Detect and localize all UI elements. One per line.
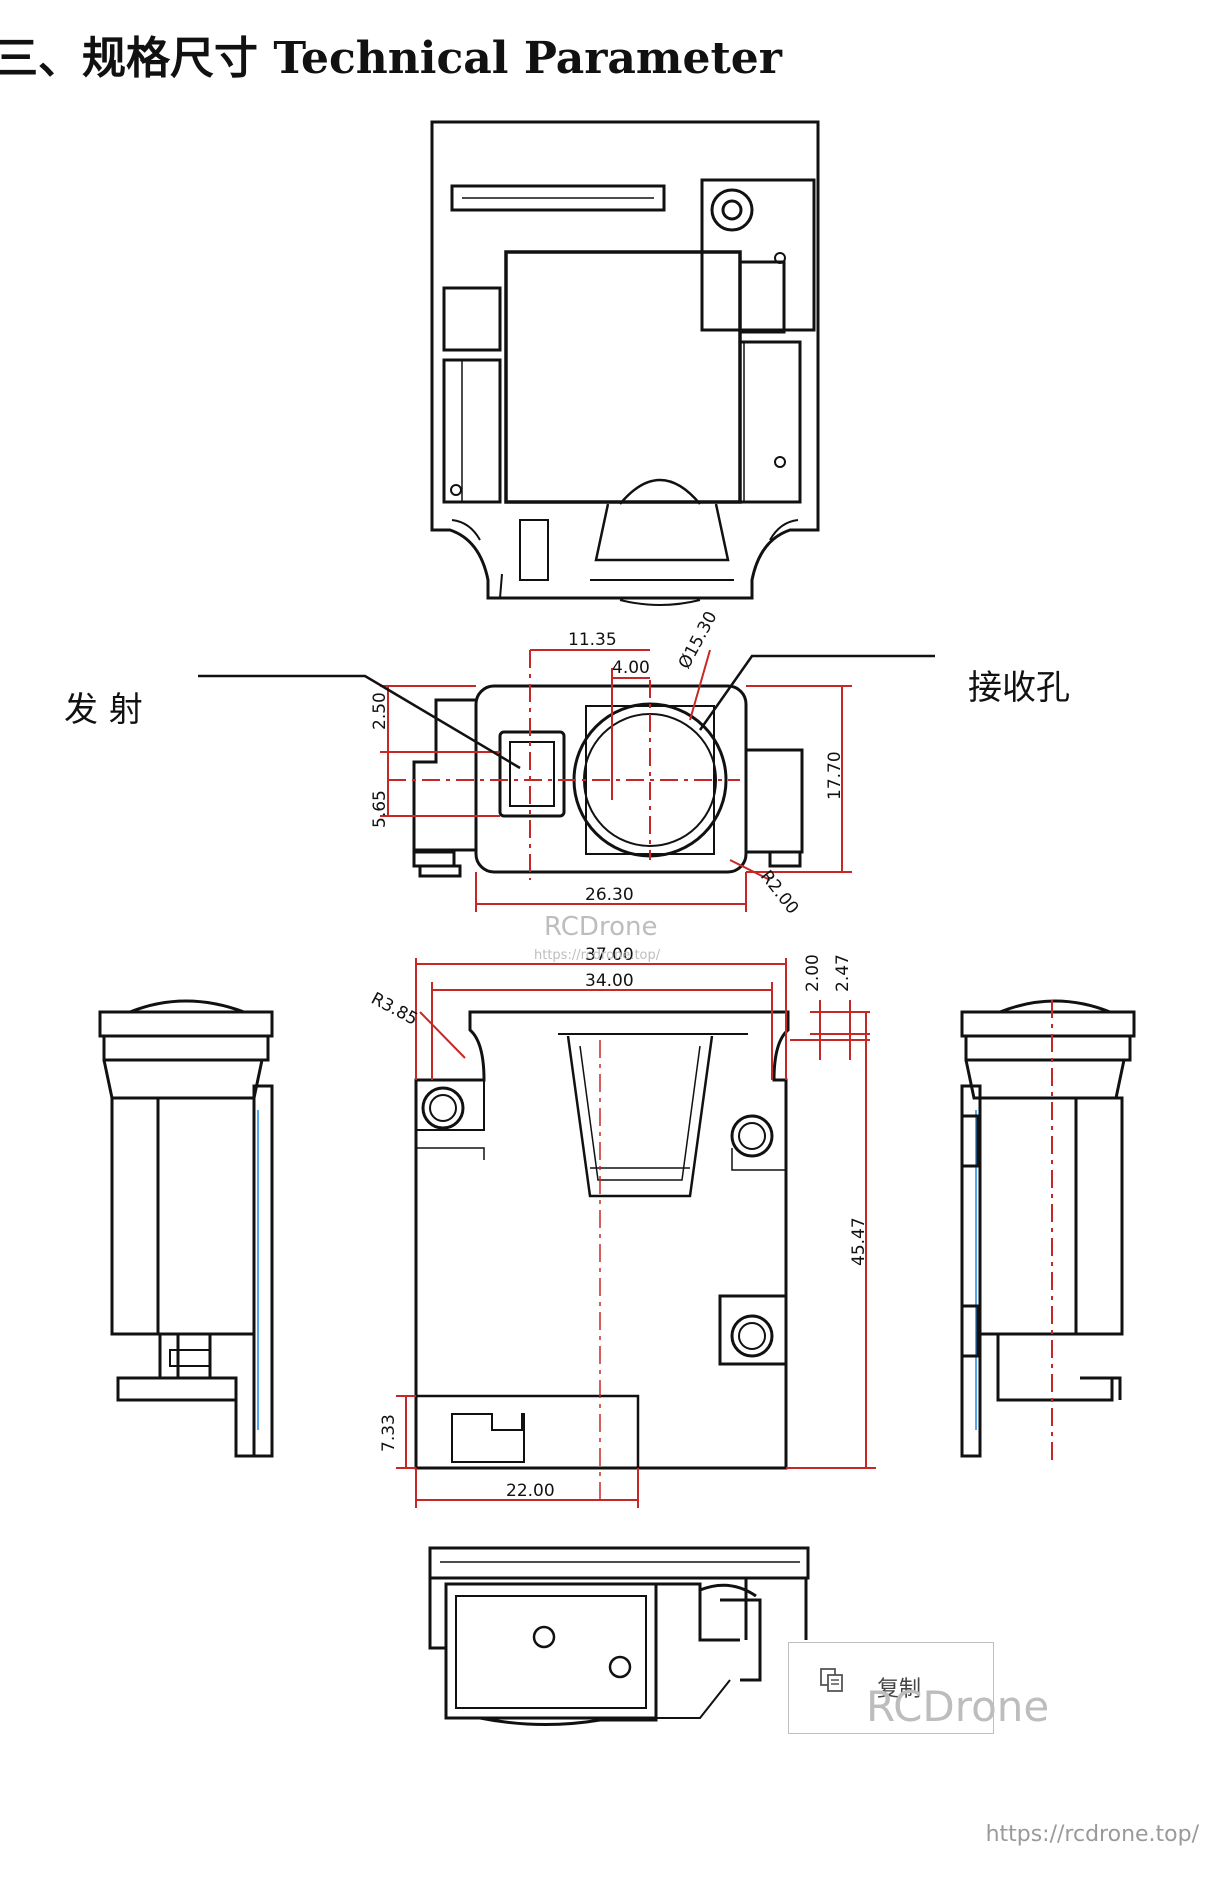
copy-context-menu[interactable]: 复制 — [788, 1642, 994, 1734]
bottom-view — [428, 1546, 810, 1727]
dim-7-33: 7.33 — [379, 1414, 399, 1452]
dim-34-00: 34.00 — [585, 971, 634, 991]
plan-view-labels: 37.00 34.00 2.00 2.47 R3.85 45.47 7.33 2… — [368, 945, 869, 1501]
dim-2-50: 2.50 — [370, 692, 390, 730]
plan-view — [414, 1010, 790, 1470]
dim-2-47: 2.47 — [833, 954, 853, 992]
plan-view-dimensions — [396, 958, 876, 1508]
dim-11-35: 11.35 — [568, 630, 617, 650]
callout-lines — [198, 654, 935, 770]
dim-37-00: 37.00 — [585, 945, 634, 965]
dim-26-30: 26.30 — [585, 885, 634, 905]
copy-icon — [820, 1668, 843, 1692]
dim-4-00: 4.00 — [612, 658, 650, 678]
watermark-url-small: https://rcdrone.top/ — [534, 948, 661, 963]
footer-url: https://rcdrone.top/ — [985, 1822, 1199, 1847]
right-side-view — [960, 999, 1136, 1458]
watermark-brand-large: RCDrone — [866, 1682, 1050, 1731]
dim-diameter-15-30: Ø15.30 — [675, 608, 722, 672]
emitter-label: 发 射 — [64, 690, 143, 730]
copy-menu-item[interactable]: 复制 — [877, 1677, 922, 1702]
left-side-view — [98, 999, 274, 1458]
top-view — [430, 120, 820, 606]
page-title: 三、规格尺寸 Technical Parameter — [0, 33, 782, 84]
dim-2-00: 2.00 — [803, 954, 823, 992]
front-view-dimensions — [380, 649, 852, 912]
watermark-brand-small: RCDrone — [544, 912, 658, 942]
dim-r2-00: R2.00 — [756, 867, 802, 918]
dim-5-65: 5.65 — [370, 790, 390, 828]
dim-r3-85: R3.85 — [368, 989, 421, 1030]
receiver-hole-label: 接收孔 — [968, 668, 1070, 708]
dim-17-70: 17.70 — [825, 751, 845, 800]
dim-22-00: 22.00 — [506, 1481, 555, 1501]
dim-45-47: 45.47 — [849, 1217, 869, 1266]
